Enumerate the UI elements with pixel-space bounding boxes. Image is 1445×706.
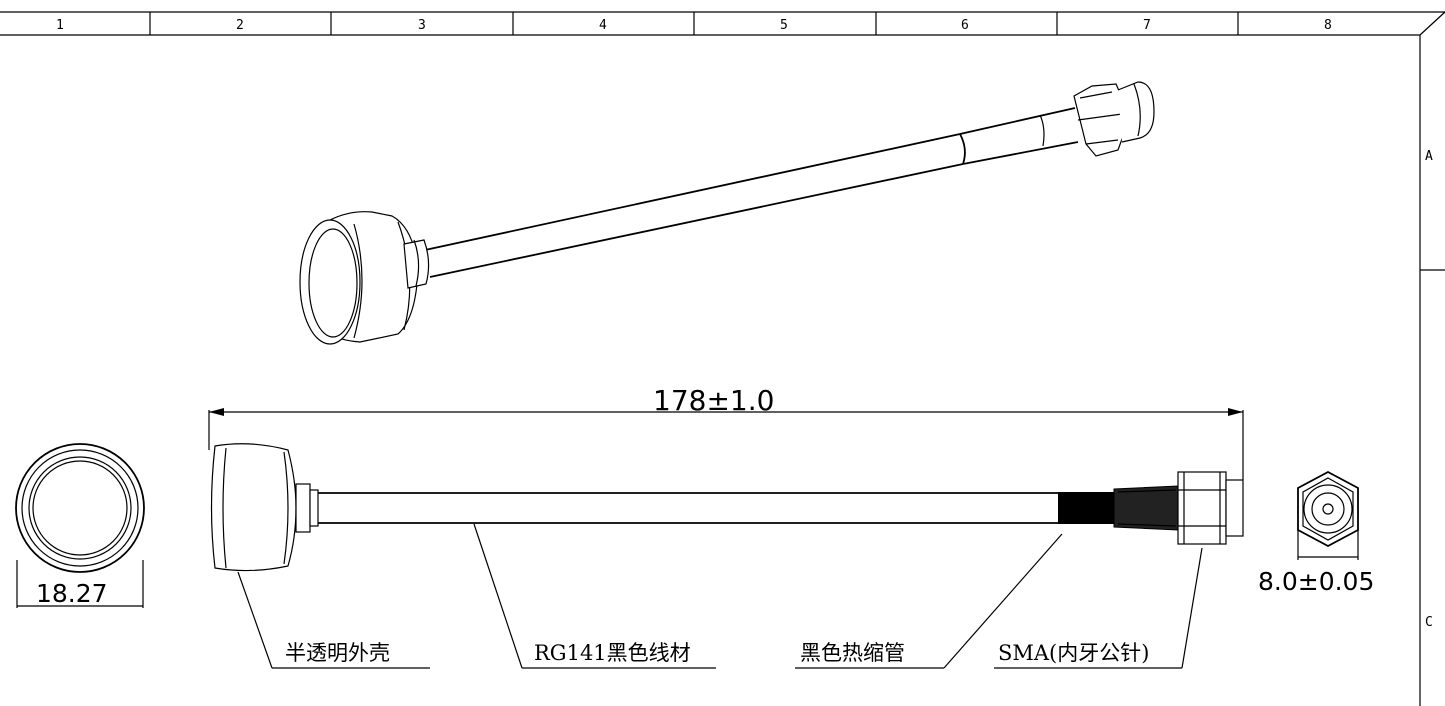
callout-heatshrink: 黑色热缩管: [795, 533, 1063, 669]
callout-connector: SMA(内牙公针): [994, 547, 1203, 669]
overall-length-dimension: 178±1.0: [208, 384, 1244, 480]
connector-hex-label: 8.0±0.05: [1258, 567, 1374, 596]
side-sma-connector: [1177, 471, 1244, 545]
callout-heatshrink-text: 黑色热缩管: [800, 641, 905, 665]
callout-connector-text: SMA(内牙公针): [998, 641, 1149, 665]
cap-diameter-label: 18.27: [36, 579, 108, 608]
callout-shell: 半透明外壳: [237, 571, 430, 669]
zone-col-3: 3: [418, 18, 426, 33]
overall-length-label: 178±1.0: [653, 384, 774, 417]
side-cable: [318, 492, 1058, 524]
side-shell-cap: [210, 443, 319, 572]
zone-row-c: C: [1425, 615, 1433, 630]
zone-column-labels: 1 2 3 4 5 6 7 8: [56, 18, 1332, 33]
callout-cable: RG141黑色线材: [473, 523, 716, 669]
drawing-frame: [0, 11, 1445, 706]
zone-col-6: 6: [961, 18, 969, 33]
zone-col-5: 5: [780, 18, 788, 33]
zone-row-a: A: [1425, 149, 1433, 164]
side-view: 178±1.0: [208, 384, 1244, 572]
zone-row-labels: A C: [1425, 149, 1433, 630]
zone-col-7: 7: [1143, 18, 1151, 33]
zone-col-2: 2: [236, 18, 244, 33]
end-view-cap: 18.27: [15, 443, 145, 608]
iso-shell-cap: [299, 211, 430, 345]
side-heatshrink: [1058, 485, 1179, 531]
callout-cable-text: RG141黑色线材: [534, 641, 691, 665]
zone-col-4: 4: [599, 18, 607, 33]
end-view-connector: 8.0±0.05: [1258, 470, 1374, 596]
iso-sma-connector: [1073, 81, 1155, 157]
isometric-view: [299, 81, 1155, 345]
zone-col-8: 8: [1324, 18, 1332, 33]
zone-col-1: 1: [56, 18, 64, 33]
callout-shell-text: 半透明外壳: [285, 641, 390, 665]
